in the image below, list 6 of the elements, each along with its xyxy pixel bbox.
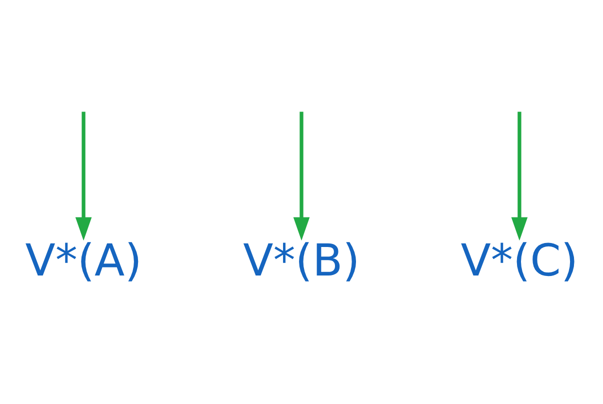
arrow (511, 112, 528, 241)
node-text: V*(C) (460, 235, 578, 286)
node-text: V*(A) (25, 235, 142, 286)
arrow (293, 112, 310, 241)
node-text: V*(B) (243, 235, 360, 286)
arrow (75, 112, 92, 241)
